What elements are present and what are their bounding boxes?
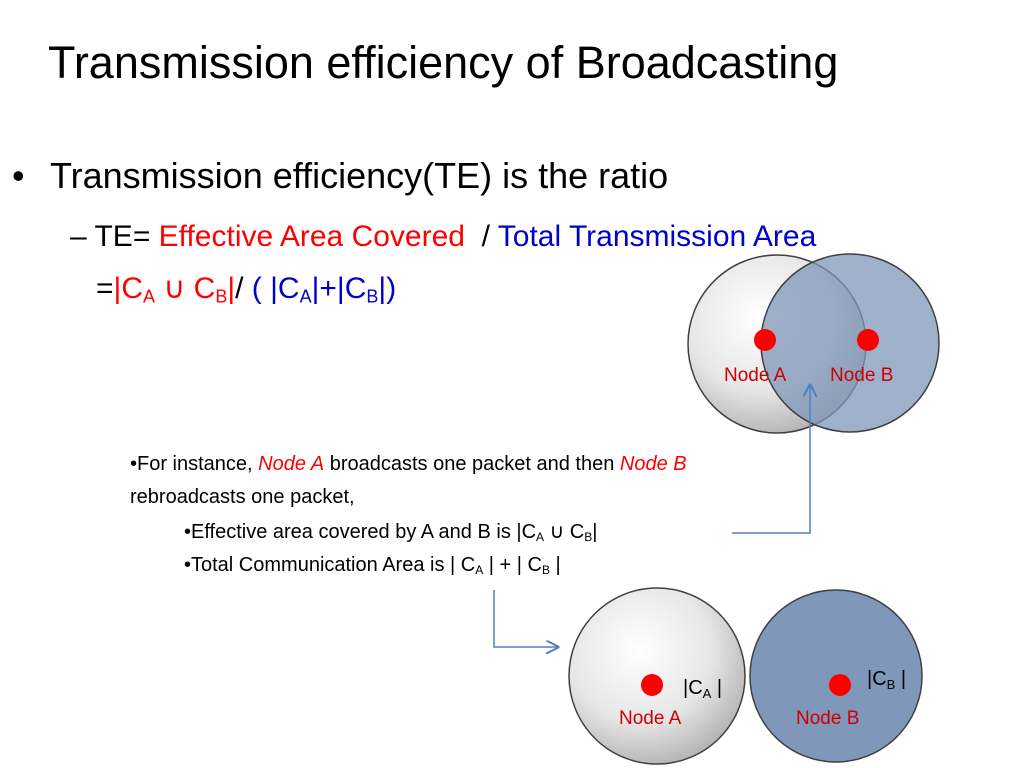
note-l1-mid: broadcasts one packet and then: [324, 453, 620, 475]
formula-sum-sub-a: A: [299, 286, 312, 307]
set-a-sub: A: [703, 686, 712, 701]
set-b-label: |CB |: [867, 668, 906, 692]
formula-union-open: |C: [113, 272, 143, 305]
te-definition: – TE= Effective Area Covered / Total Tra…: [70, 220, 816, 255]
top-node-a-label: Node A: [724, 365, 787, 386]
formula-sum-plus: |+|C: [311, 272, 367, 305]
note-line-3: •Effective area covered by A and B is |C…: [184, 516, 597, 549]
formula-union-close: |: [227, 272, 236, 305]
set-a-pre: |C: [683, 677, 703, 699]
set-a-label: |CA |: [683, 677, 722, 701]
top-circle-b: [760, 253, 940, 433]
top-node-b-label: Node B: [830, 365, 893, 386]
formula-sum-close: |): [378, 272, 397, 305]
te-denominator: Total Transmission Area: [497, 220, 817, 253]
arrow-to-overlap: [732, 385, 810, 534]
top-node-a-dot: [754, 329, 776, 351]
bullet-te-ratio: • Transmission efficiency(TE) is the rati…: [12, 156, 668, 196]
te-slash: /: [464, 220, 498, 253]
set-b-post: |: [895, 668, 906, 690]
bottom-node-a-label: Node A: [619, 708, 682, 729]
set-b-sub: B: [887, 677, 896, 692]
bullet-dot: •: [12, 155, 25, 196]
te-prefix: – TE=: [70, 220, 159, 253]
bullet-te-ratio-text: Transmission efficiency(TE) is the ratio: [50, 155, 669, 196]
note-l4-post: |: [549, 554, 561, 576]
set-a-post: |: [711, 677, 722, 699]
formula-eq: =: [96, 272, 114, 305]
formula-sum: ( |CA|+|CB|): [243, 272, 397, 307]
formula-union: |CA ∪ CB|: [113, 272, 236, 307]
bottom-node-b-dot: [829, 674, 851, 696]
formula-sum-open: ( |C: [243, 272, 300, 305]
note-l3-sub-a: A: [536, 530, 545, 544]
formula-slash: /: [235, 272, 244, 305]
note-line-1: •For instance, Node A broadcasts one pac…: [130, 448, 687, 481]
note-l3-post: |: [592, 521, 598, 543]
arrow-to-separate: [493, 590, 558, 647]
slide-title: Transmission efficiency of Broadcasting: [48, 37, 839, 88]
note-l1-node-b: Node B: [619, 453, 687, 475]
note-l4-mid: | + | C: [483, 554, 542, 576]
note-l1-pre: •For instance,: [130, 453, 259, 475]
note-l3-sub-b: B: [584, 530, 593, 544]
note-l4-pre: •Total Communication Area is | C: [184, 554, 476, 576]
note-l4-sub-b: B: [541, 563, 550, 577]
note-l4-sub-a: A: [475, 563, 484, 577]
note-l1-node-a: Node A: [258, 453, 325, 475]
te-formula: =|CA ∪ CB|/ ( |CA|+|CB|): [96, 272, 396, 307]
note-line-4: •Total Communication Area is | CA | + | …: [184, 549, 561, 582]
formula-union-sub-b: B: [215, 286, 228, 307]
formula-sum-sub-b: B: [366, 286, 379, 307]
note-l3-pre: •Effective area covered by A and B is |C: [184, 521, 537, 543]
bottom-node-b-label: Node B: [796, 708, 859, 729]
note-l3-union: ∪ C: [544, 521, 585, 543]
formula-union-op: ∪ C: [155, 272, 216, 305]
bottom-node-a-dot: [641, 674, 663, 696]
formula-union-sub-a: A: [143, 286, 156, 307]
note-line-2: rebroadcasts one packet,: [130, 486, 355, 508]
te-numerator: Effective Area Covered: [158, 220, 465, 253]
top-node-b-dot: [857, 329, 879, 351]
set-b-pre: |C: [867, 668, 887, 690]
